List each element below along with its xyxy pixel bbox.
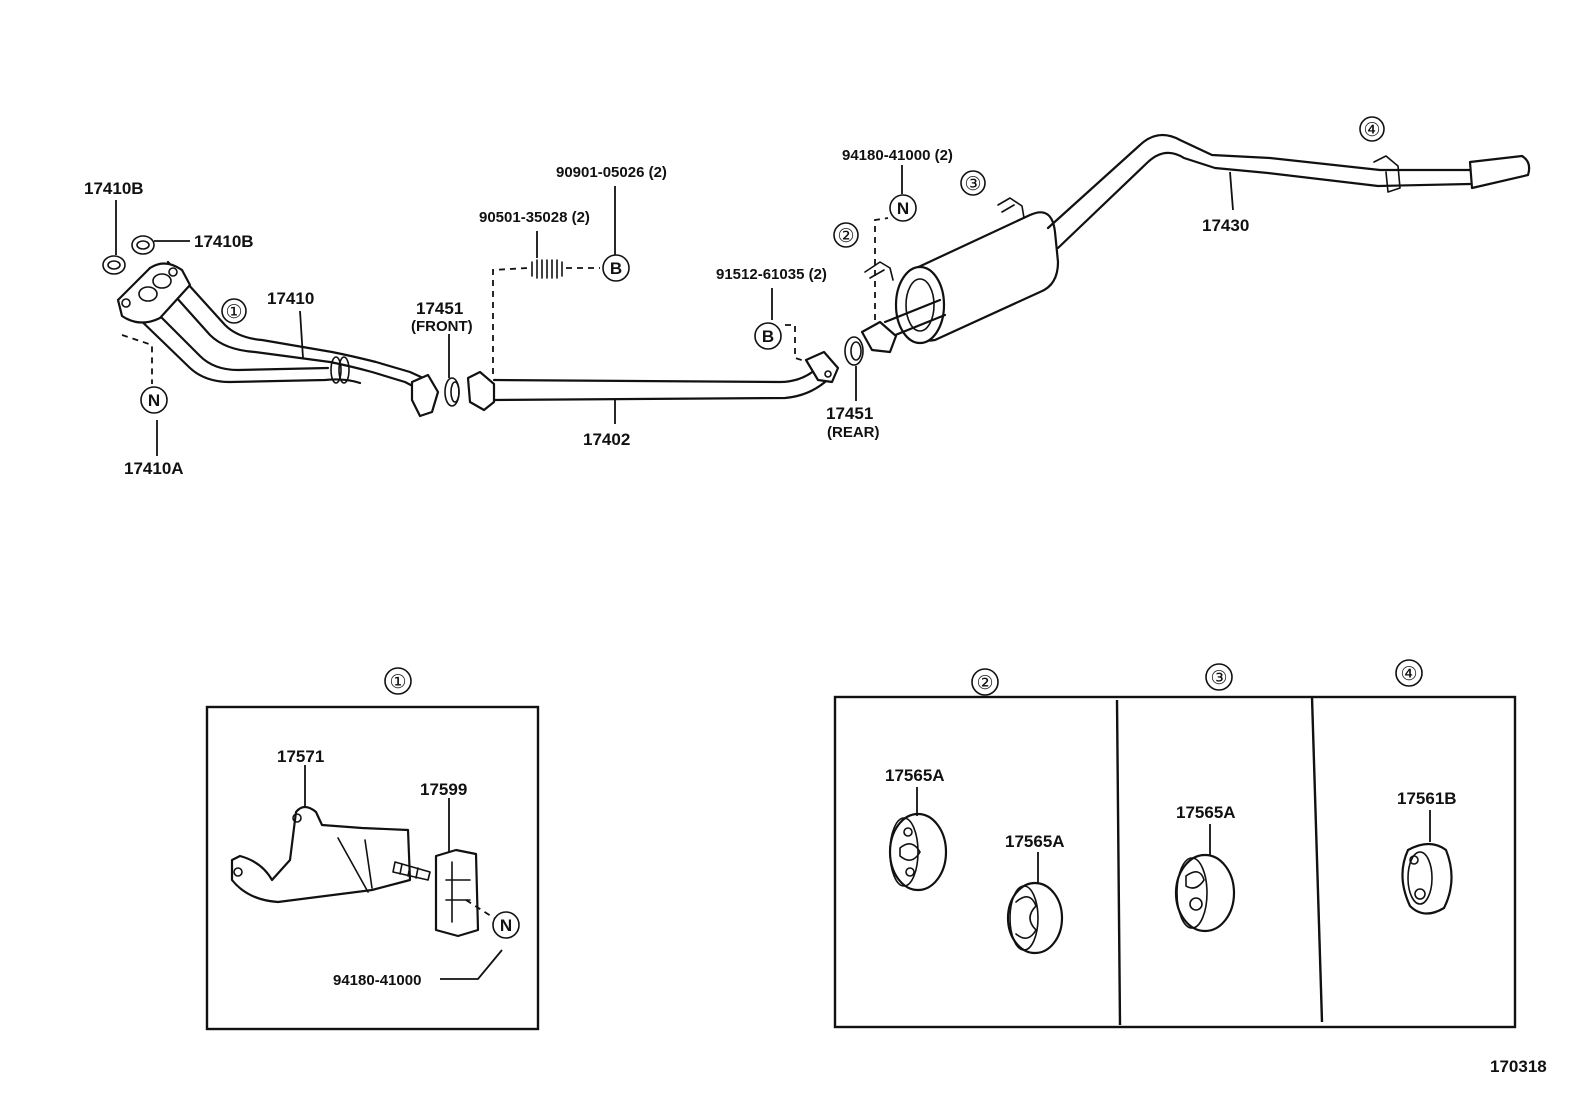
- svg-text:B: B: [762, 327, 774, 346]
- label-94180-41000-top: 94180-41000 (2): [842, 147, 953, 164]
- label-17451-front-tag: (FRONT): [411, 318, 473, 335]
- label-17451-rear-number: 17451: [826, 404, 873, 423]
- hanger-rubber-17565A-detail-3: [1174, 824, 1236, 933]
- label-17571: 17571: [277, 747, 324, 766]
- label-17410B-top: 17410B: [84, 179, 144, 198]
- rubber-mount-17599: [434, 848, 480, 938]
- label-17561B: 17561B: [1397, 789, 1457, 808]
- detail-3-heading: ③: [1205, 663, 1233, 691]
- hanger-rubber-17561B-detail-4: [1401, 810, 1453, 915]
- detail-1-heading: ①: [384, 667, 412, 695]
- gasket-17410B-pair: [102, 235, 155, 275]
- svg-text:②: ②: [837, 225, 854, 247]
- detail-1-frame: [205, 705, 540, 1031]
- label-17402: 17402: [583, 430, 630, 449]
- label-91512-61035: 91512-61035 (2): [716, 266, 827, 283]
- label-17430: 17430: [1202, 216, 1249, 235]
- label-17410A: 17410A: [124, 459, 184, 478]
- svg-text:B: B: [610, 259, 622, 278]
- callout-4-main: ④: [1359, 116, 1385, 142]
- hanger-rubber-17565A-detail-2b: [1006, 852, 1064, 955]
- svg-text:N: N: [148, 391, 160, 410]
- hanger-rubber-17565A-detail-2a: [888, 787, 948, 892]
- svg-text:③: ③: [1210, 667, 1227, 689]
- gasket-17451-rear: [844, 336, 864, 366]
- svg-text:N: N: [897, 199, 909, 218]
- callout-B-spring: B: [602, 254, 630, 282]
- callout-3-main: ③: [960, 170, 986, 196]
- label-17410: 17410: [267, 289, 314, 308]
- label-94180-41000-detail: 94180-41000: [333, 972, 421, 989]
- label-17565A-detail-3: 17565A: [1176, 803, 1236, 822]
- spring-bolt-90501: [531, 259, 563, 279]
- detail-2-3-4-frame: [833, 695, 1517, 1029]
- callout-2-main: ②: [833, 222, 859, 248]
- leader-lines: [115, 165, 1234, 456]
- detail-4-heading: ④: [1395, 659, 1423, 687]
- label-90901-05026: 90901-05026 (2): [556, 164, 667, 181]
- callout-N-muffler: N: [889, 194, 917, 222]
- svg-text:④: ④: [1400, 663, 1417, 685]
- svg-text:②: ②: [976, 672, 993, 694]
- label-17410B-side: 17410B: [194, 232, 254, 251]
- center-pipe-17402: [466, 350, 840, 412]
- label-90501-35028: 90501-35028 (2): [479, 209, 590, 226]
- detail-2-3-4: ② ③ ④: [833, 659, 1517, 1029]
- front-pipe-17410: [116, 260, 440, 418]
- callout-B-center-pipe: B: [754, 322, 782, 350]
- gasket-17451-front: [444, 377, 460, 407]
- tail-pipe-17430: [860, 133, 1531, 354]
- label-17599: 17599: [420, 780, 467, 799]
- label-17565A-detail-2a: 17565A: [885, 766, 945, 785]
- label-17451-rear-tag: (REAR): [827, 424, 880, 441]
- label-17451-front-number: 17451: [416, 299, 463, 318]
- svg-text:④: ④: [1363, 119, 1380, 141]
- label-17565A-detail-2b: 17565A: [1005, 832, 1065, 851]
- callout-N-front-pipe: N: [140, 386, 168, 414]
- detail-1: ① N 17571 17599 94180-41000: [205, 667, 540, 1031]
- divider-3-4: [1310, 696, 1324, 1023]
- svg-text:③: ③: [964, 173, 981, 195]
- callout-N-detail-1: N: [492, 911, 520, 939]
- svg-text:①: ①: [389, 671, 406, 693]
- figure-number: 170318: [1490, 1057, 1547, 1076]
- svg-text:①: ①: [225, 301, 242, 323]
- callout-1-main: ①: [221, 298, 247, 324]
- detail-2-heading: ②: [971, 668, 999, 696]
- svg-text:N: N: [500, 916, 512, 935]
- divider-2-3: [1115, 699, 1122, 1026]
- bracket-17571: [230, 805, 412, 904]
